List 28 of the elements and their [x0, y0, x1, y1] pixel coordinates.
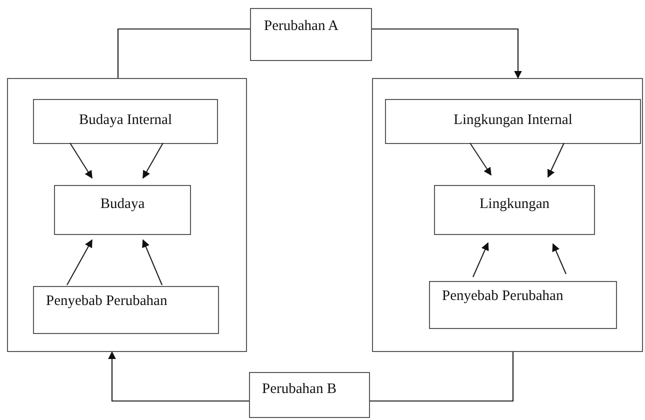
box-label: Penyebab Perubahan [442, 288, 564, 305]
frame-box [372, 78, 643, 352]
process-box [429, 281, 617, 329]
arrow [547, 142, 564, 178]
arrow [472, 242, 489, 278]
process-box [250, 8, 372, 61]
process-box [434, 185, 595, 235]
box-label: Budaya Internal [78, 112, 173, 129]
frame-box [7, 78, 247, 352]
arrow [372, 28, 522, 79]
box-label: Lingkungan [478, 196, 551, 213]
process-box [385, 99, 641, 144]
process-box [33, 286, 219, 334]
box-label: Perubahan A [264, 18, 338, 35]
arrow [142, 142, 164, 179]
arrow [66, 239, 92, 286]
arrow [142, 239, 162, 286]
process-box [54, 185, 191, 235]
box-label: Perubahan B [262, 381, 336, 398]
arrow [70, 142, 92, 179]
box-label: Penyebab Perubahan [46, 293, 168, 310]
box-label: Budaya [99, 196, 146, 213]
arrow [552, 243, 566, 274]
box-label: Lingkungan Internal [452, 112, 574, 129]
arrow [470, 142, 492, 176]
arrow [108, 351, 249, 402]
process-box [249, 372, 370, 418]
process-box [33, 99, 218, 144]
